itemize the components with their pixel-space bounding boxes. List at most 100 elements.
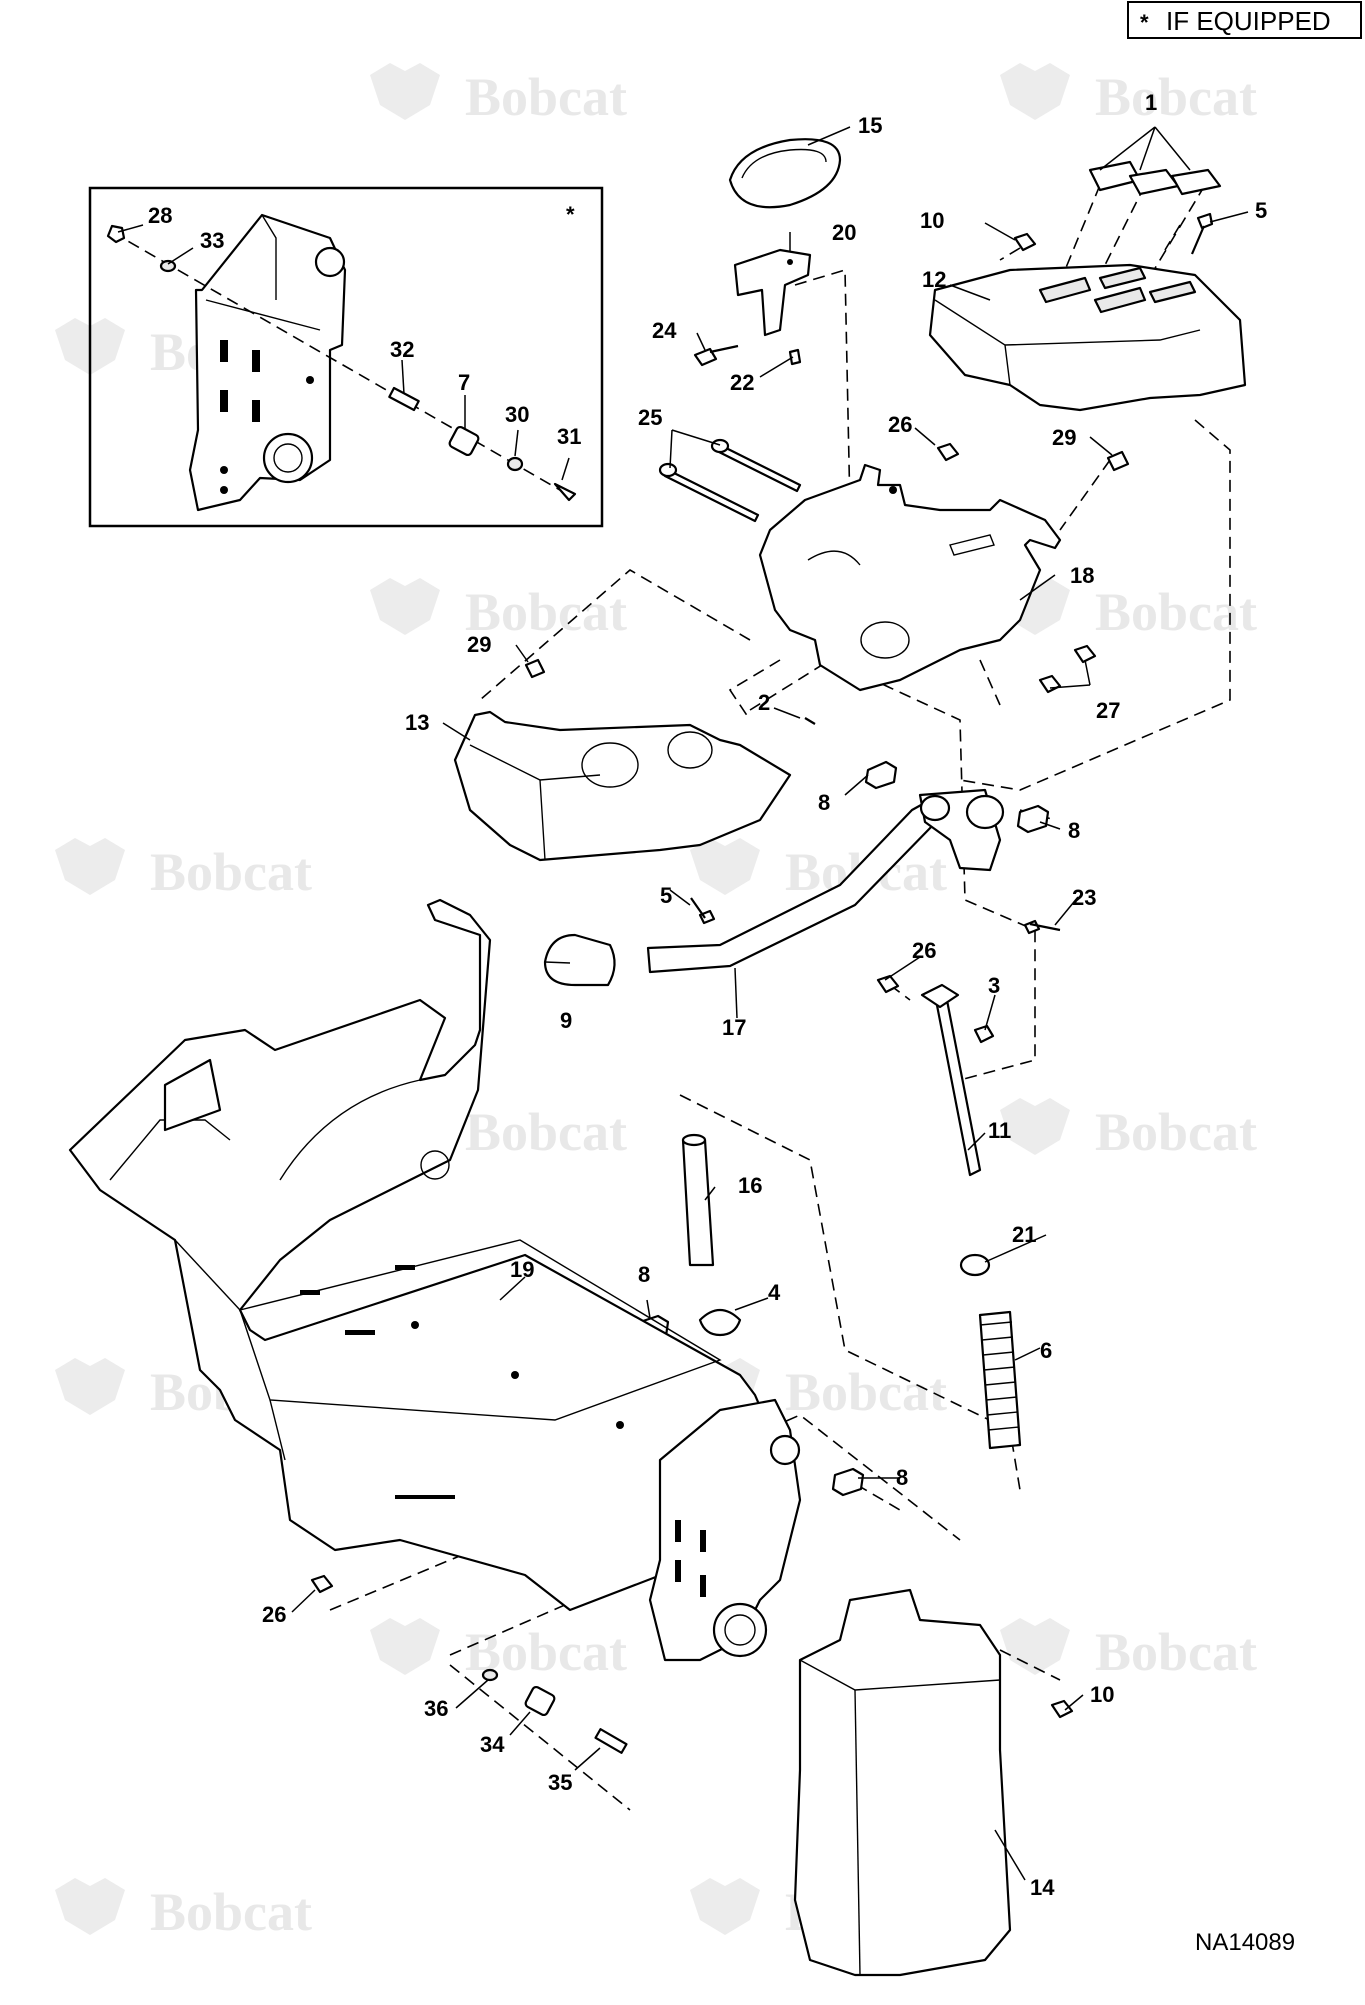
watermark-bobcat: Bobcat: [370, 63, 627, 127]
part-8-bushing-d: [831, 1467, 865, 1497]
part-3-screw: [973, 1024, 995, 1044]
callout-14: 14: [1030, 1875, 1055, 1900]
callout-30: 30: [505, 402, 529, 427]
callout-19: 19: [510, 1257, 534, 1282]
callout-8-a: 8: [818, 790, 830, 815]
svg-text:Bobcat: Bobcat: [150, 842, 312, 902]
svg-text:Bobcat: Bobcat: [465, 67, 627, 127]
callout-24: 24: [652, 318, 677, 343]
part-27-nut: [1038, 644, 1097, 694]
part-6-spring: [978, 1310, 1022, 1450]
part-10-nut-b: [1050, 1699, 1074, 1719]
callout-26-b: 26: [912, 938, 936, 963]
callout-35: 35: [548, 1770, 572, 1795]
bobcat-logo-icon: [1000, 63, 1070, 120]
part-29-clip: [1106, 450, 1130, 472]
callout-20: 20: [832, 220, 856, 245]
bolt-32: [388, 386, 420, 412]
callout-6: 6: [1040, 1338, 1052, 1363]
part-10-nut: [1013, 232, 1037, 252]
pin-31: [553, 482, 577, 502]
callout-5: 5: [1255, 198, 1267, 223]
callout-3: 3: [988, 973, 1000, 998]
part-36-washer: [481, 1668, 499, 1682]
part-24-screw: [693, 344, 739, 367]
callout-25: 25: [638, 405, 662, 430]
svg-text:IF EQUIPPED: IF EQUIPPED: [1166, 6, 1331, 36]
bobcat-logo-icon: [55, 1878, 125, 1935]
part-5-screw: [1190, 212, 1214, 255]
bobcat-logo-icon: [690, 838, 760, 895]
callout-12: 12: [922, 267, 946, 292]
part-5-screw-b: [690, 897, 716, 925]
part-22-screw: [788, 348, 802, 366]
callout-17: 17: [722, 1015, 746, 1040]
part-15-pad: [728, 138, 842, 209]
callout-32: 32: [390, 337, 414, 362]
callout-labels: 1 2 3 4 5 5 6 7 8 8 8 8 9 10 10 11 12 13…: [148, 90, 1267, 1900]
callout-23: 23: [1072, 885, 1096, 910]
bobcat-logo-icon: [1000, 1618, 1070, 1675]
bobcat-logo-icon: [370, 1618, 440, 1675]
part-25-bolts: [658, 438, 802, 523]
inset-optional-bracket: *: [88, 186, 604, 528]
callout-leaders: [117, 126, 1249, 1881]
callout-4: 4: [768, 1280, 781, 1305]
watermark-bobcat: Bobcat: [1000, 63, 1257, 127]
part-4-grommet: [698, 1308, 742, 1337]
watermark-bobcat: Bobcat: [370, 578, 627, 642]
callout-29-a: 29: [1052, 425, 1076, 450]
bobcat-logo-icon: [55, 838, 125, 895]
callout-10-b: 10: [1090, 1682, 1114, 1707]
callout-16: 16: [738, 1173, 762, 1198]
callout-31: 31: [557, 424, 581, 449]
part-1-clips: [1088, 160, 1222, 196]
bushing-7: [448, 425, 480, 457]
bolt-28: [106, 224, 126, 244]
bobcat-logo-icon: [370, 63, 440, 120]
part-12-upper-console: [928, 263, 1247, 412]
part-19-main-frame: [68, 898, 802, 1662]
svg-text:Bobcat: Bobcat: [1095, 67, 1257, 127]
callout-10-a: 10: [920, 208, 944, 233]
svg-text:*: *: [566, 202, 575, 227]
svg-text:Bobcat: Bobcat: [1095, 1102, 1257, 1162]
part-26-nut-b: [876, 974, 900, 994]
drawing-number: NA14089: [1195, 1929, 1295, 1956]
part-11-rod: [920, 983, 982, 1177]
svg-text:Bobcat: Bobcat: [785, 1362, 947, 1422]
part-26-nut-c: [310, 1574, 334, 1594]
svg-text:Bobcat: Bobcat: [150, 1882, 312, 1942]
part-9-knob: [543, 933, 616, 987]
watermark-bobcat: Bobcat: [1000, 1098, 1257, 1162]
watermark-bobcat: Bobcat: [1000, 1618, 1257, 1682]
callout-2: 2: [758, 690, 770, 715]
washer-30: [506, 456, 524, 472]
part-35-bolt: [594, 1728, 628, 1754]
part-34-bushing: [524, 1685, 556, 1717]
watermark-bobcat: Bobcat: [55, 1878, 312, 1942]
part-26-nut: [936, 442, 960, 462]
svg-text:Bobcat: Bobcat: [1095, 1622, 1257, 1682]
bobcat-logo-icon: [370, 578, 440, 635]
part-2-pin: [804, 717, 816, 725]
svg-text:*: *: [1140, 10, 1149, 35]
part-23-screw: [1023, 919, 1061, 935]
callout-15: 15: [858, 113, 882, 138]
callout-9: 9: [560, 1008, 572, 1033]
part-20-bracket: [733, 248, 812, 337]
legend-if-equipped: * IF EQUIPPED: [1127, 1, 1362, 39]
callout-26-c: 26: [262, 1602, 286, 1627]
part-14-side-cover: [793, 1588, 1012, 1977]
bobcat-logo-icon: [55, 1358, 125, 1415]
part-29-clip-b: [524, 658, 546, 679]
callout-33: 33: [200, 228, 224, 253]
washer-33: [159, 259, 177, 273]
part-18-lever-bracket: [758, 463, 1062, 692]
callout-8-d: 8: [896, 1465, 908, 1490]
svg-text:Bobcat: Bobcat: [465, 1102, 627, 1162]
callout-22: 22: [730, 370, 754, 395]
callout-11: 11: [988, 1118, 1011, 1143]
bobcat-logo-icon: [1000, 1098, 1070, 1155]
part-16-tube: [681, 1133, 715, 1267]
